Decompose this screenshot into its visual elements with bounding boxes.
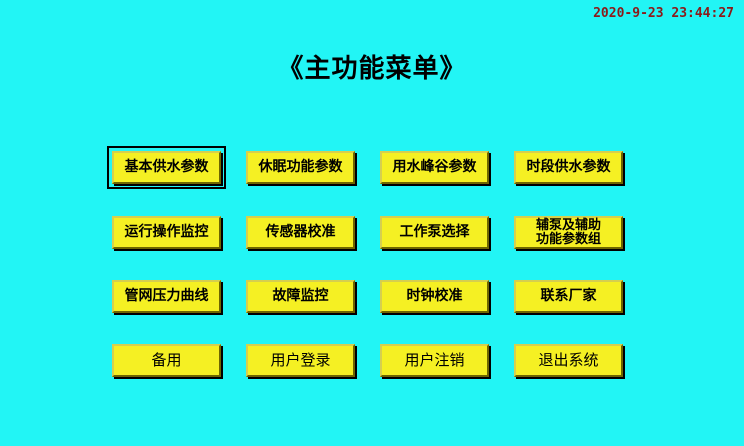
menu-button[interactable]: 时钟校准 <box>380 280 489 313</box>
menu-button[interactable]: 辅泵及辅助 功能参数组 <box>514 216 623 249</box>
menu-button[interactable]: 运行操作监控 <box>112 216 221 249</box>
menu-button[interactable]: 工作泵选择 <box>380 216 489 249</box>
menu-button[interactable]: 故障监控 <box>246 280 355 313</box>
timestamp-label: 2020-9-23 23:44:27 <box>593 6 734 21</box>
menu-button[interactable]: 用水峰谷参数 <box>380 151 489 184</box>
menu-button[interactable]: 用户登录 <box>246 344 355 377</box>
menu-button-label: 备用 <box>151 351 182 369</box>
menu-button[interactable]: 传感器校准 <box>246 216 355 249</box>
menu-button-label: 运行操作监控 <box>124 224 209 240</box>
menu-button-label: 故障监控 <box>272 288 329 304</box>
menu-button-label: 时段供水参数 <box>526 159 611 175</box>
menu-button-label: 基本供水参数 <box>124 159 209 175</box>
menu-button-label: 联系厂家 <box>540 288 597 304</box>
menu-button[interactable]: 退出系统 <box>514 344 623 377</box>
menu-button-label: 工作泵选择 <box>399 224 470 240</box>
main-menu-grid: 基本供水参数 休眠功能参数 用水峰谷参数 时段供水参数运行操作监控 传感器校准 工作泵选择… <box>107 146 632 386</box>
menu-button[interactable]: 备用 <box>112 344 221 377</box>
menu-button-label: 辅泵及辅助 功能参数组 <box>535 217 601 247</box>
menu-button[interactable]: 管网压力曲线 <box>112 280 221 313</box>
menu-button[interactable]: 用户注销 <box>380 344 489 377</box>
menu-button-label: 传感器校准 <box>265 224 336 240</box>
menu-button-label: 退出系统 <box>538 351 599 369</box>
menu-button[interactable]: 联系厂家 <box>514 280 623 313</box>
menu-button-label: 休眠功能参数 <box>258 159 343 175</box>
menu-button-label: 用户注销 <box>404 351 465 369</box>
page-title: 《主功能菜单》 <box>277 54 467 84</box>
menu-button-label: 用水峰谷参数 <box>392 159 477 175</box>
menu-button-label: 用户登录 <box>270 351 331 369</box>
menu-button[interactable]: 时段供水参数 <box>514 151 623 184</box>
menu-button-label: 管网压力曲线 <box>124 288 209 304</box>
menu-button[interactable]: 基本供水参数 <box>107 146 226 189</box>
menu-button[interactable]: 休眠功能参数 <box>246 151 355 184</box>
menu-button-label: 时钟校准 <box>406 288 463 304</box>
